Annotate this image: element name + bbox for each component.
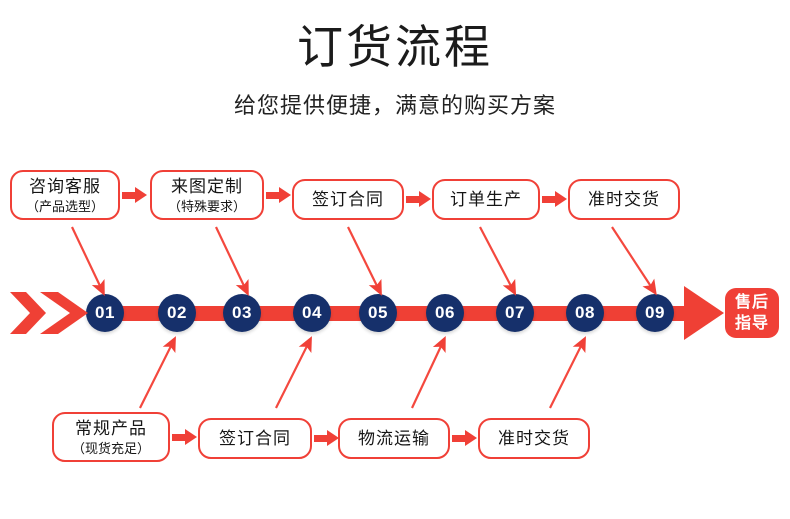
bottom-step-box-1-title: 常规产品 xyxy=(75,418,147,438)
arrow-shaft xyxy=(452,435,466,442)
arrow-shaft xyxy=(314,435,328,442)
arrow-shaft xyxy=(406,196,420,203)
bottom-step-box-4[interactable]: 准时交货 xyxy=(478,418,590,459)
timeline-node-04[interactable]: 04 xyxy=(293,294,331,332)
top-step-box-5[interactable]: 准时交货 xyxy=(568,179,680,220)
arrow-head xyxy=(279,187,291,203)
top-step-box-3[interactable]: 签订合同 xyxy=(292,179,404,220)
arrow-head xyxy=(135,187,147,203)
timeline-node-05[interactable]: 05 xyxy=(359,294,397,332)
arrow-shaft xyxy=(542,196,556,203)
after-sales-badge-line2: 指导 xyxy=(734,315,769,332)
process-timeline: 01 02 03 04 05 06 07 08 09 售后 指导 xyxy=(0,270,790,360)
bottom-step-box-2[interactable]: 签订合同 xyxy=(198,418,312,459)
after-sales-badge[interactable]: 售后 指导 xyxy=(725,288,779,338)
top-step-box-5-title: 准时交货 xyxy=(588,190,660,209)
timeline-node-02[interactable]: 02 xyxy=(158,294,196,332)
top-step-box-1-note: （产品选型） xyxy=(25,198,104,214)
after-sales-badge-line1: 售后 xyxy=(734,294,769,311)
top-step-box-2[interactable]: 来图定制 （特殊要求） xyxy=(150,170,264,220)
top-connector-arrow-2 xyxy=(266,187,292,203)
timeline-node-06-label: 06 xyxy=(435,303,455,322)
bottom-connector-arrow-1 xyxy=(172,429,198,445)
arrow-head xyxy=(555,191,567,207)
bottom-connector-arrow-3 xyxy=(452,430,478,446)
timeline-node-01-label: 01 xyxy=(95,303,115,322)
bottom-step-box-4-title: 准时交货 xyxy=(498,429,570,448)
bottom-step-box-1-note: （现货充足） xyxy=(71,440,150,456)
timeline-node-02-label: 02 xyxy=(167,303,187,322)
top-connector-arrow-4 xyxy=(542,191,568,207)
timeline-node-09[interactable]: 09 xyxy=(636,294,674,332)
top-step-box-4[interactable]: 订单生产 xyxy=(432,179,540,220)
arrow-head xyxy=(185,429,197,445)
timeline-node-04-label: 04 xyxy=(302,303,322,322)
timeline-node-03[interactable]: 03 xyxy=(223,294,261,332)
bottom-step-box-1[interactable]: 常规产品 （现货充足） xyxy=(52,412,170,462)
timeline-node-06[interactable]: 06 xyxy=(426,294,464,332)
bottom-step-box-3[interactable]: 物流运输 xyxy=(338,418,450,459)
arrow-shaft xyxy=(266,192,280,199)
page-subtitle: 给您提供便捷，满意的购买方案 xyxy=(233,93,556,118)
top-step-box-3-title: 签订合同 xyxy=(312,190,384,209)
arrow-head xyxy=(419,191,431,207)
top-step-box-1-title: 咨询客服 xyxy=(29,176,101,196)
timeline-node-05-label: 05 xyxy=(368,303,388,322)
top-step-box-2-note: （特殊要求） xyxy=(167,198,246,214)
timeline-node-08[interactable]: 08 xyxy=(566,294,604,332)
top-step-box-4-title: 订单生产 xyxy=(450,190,522,209)
bottom-step-box-2-title: 签订合同 xyxy=(219,429,291,448)
timeline-node-03-label: 03 xyxy=(232,303,252,322)
page-title: 订货流程 xyxy=(297,21,493,73)
top-connector-arrow-1 xyxy=(122,187,148,203)
timeline-node-01[interactable]: 01 xyxy=(86,294,124,332)
bottom-connector-arrow-2 xyxy=(314,430,340,446)
arrow-shaft xyxy=(122,192,136,199)
timeline-node-07[interactable]: 07 xyxy=(496,294,534,332)
arrow-head xyxy=(465,430,477,446)
bottom-step-box-3-title: 物流运输 xyxy=(358,429,430,448)
timeline-node-08-label: 08 xyxy=(575,303,595,322)
top-connector-arrow-3 xyxy=(406,191,432,207)
timeline-node-07-label: 07 xyxy=(505,303,525,322)
arrow-shaft xyxy=(172,434,186,441)
top-step-box-2-title: 来图定制 xyxy=(171,176,243,196)
arrow-head xyxy=(327,430,339,446)
timeline-node-09-label: 09 xyxy=(645,303,665,322)
top-step-box-1[interactable]: 咨询客服 （产品选型） xyxy=(10,170,120,220)
